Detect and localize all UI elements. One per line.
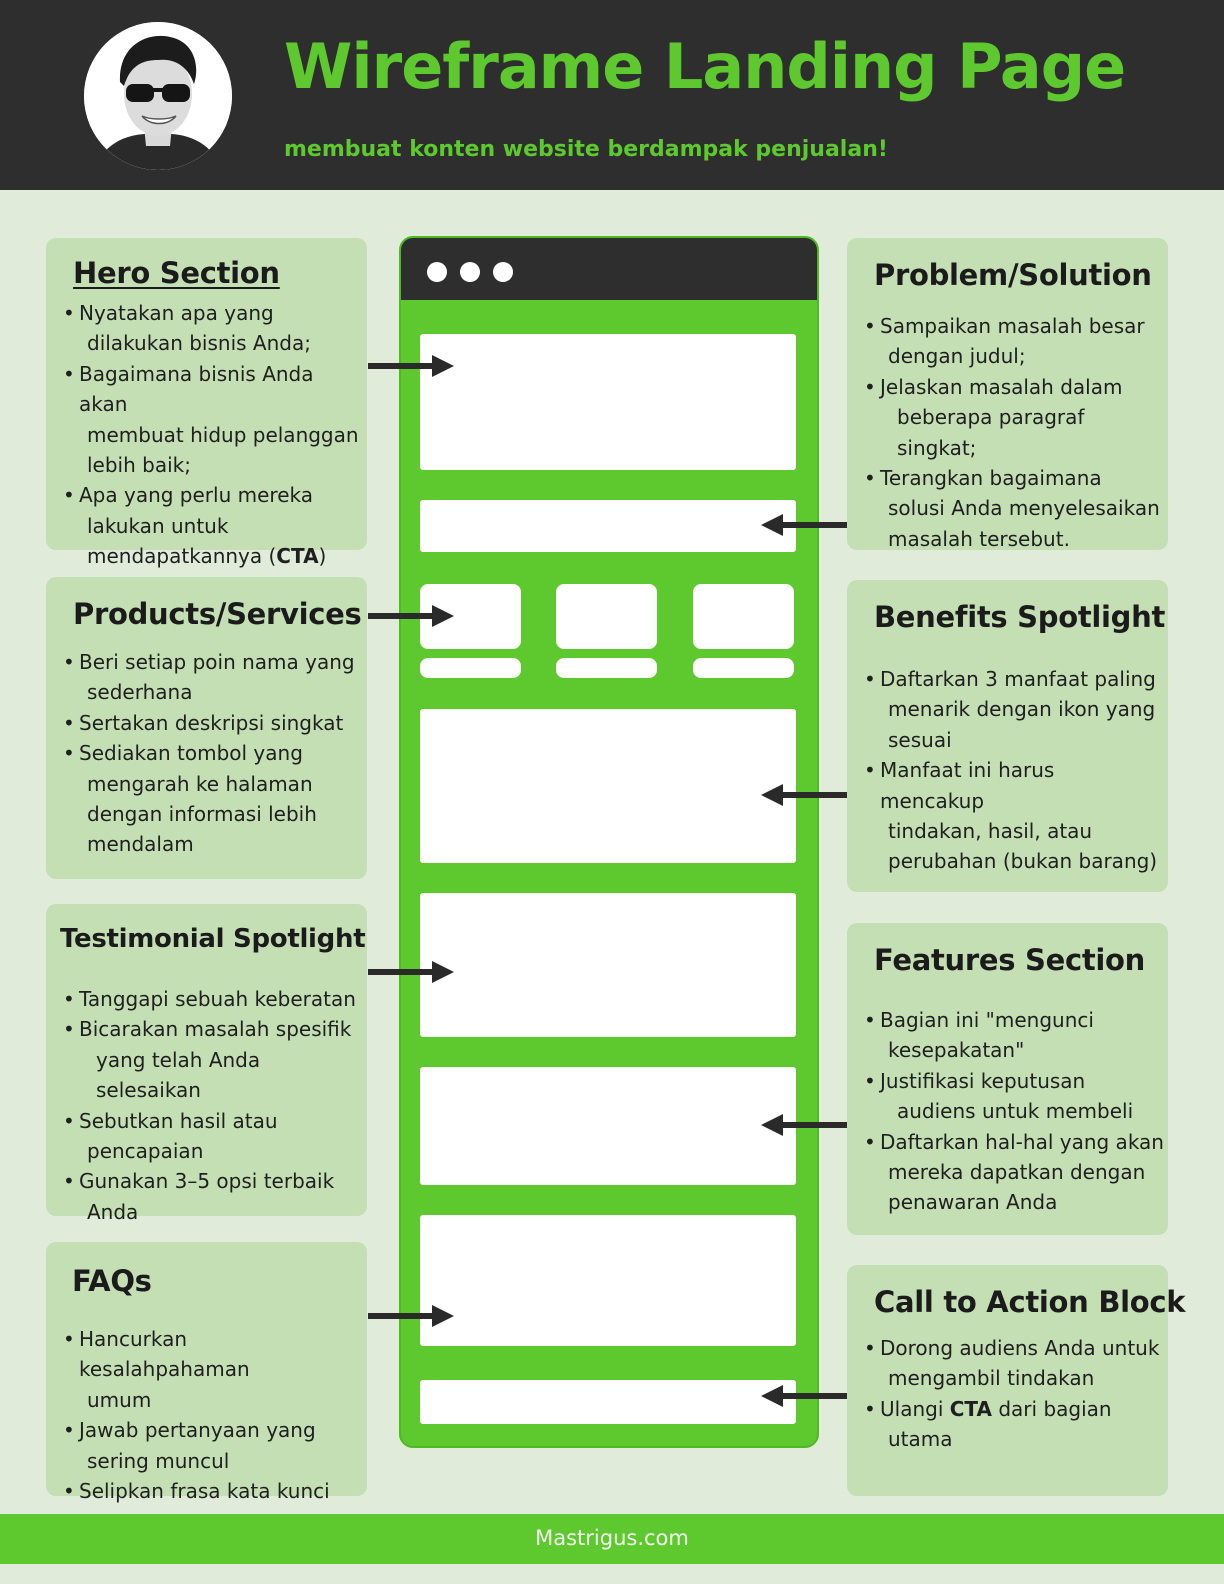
card-testimonial-spotlight: Testimonial Spotlight Tanggapi sebuah ke…: [46, 904, 367, 1224]
list-item: Sertakan deskripsi singkat: [63, 708, 363, 739]
card-title: Benefits Spotlight: [874, 600, 1166, 634]
card-benefits-spotlight: Benefits Spotlight Daftarkan 3 manfaat p…: [847, 580, 1168, 892]
card-title: Features Section: [874, 943, 1146, 977]
wireframe-hero-block: [420, 334, 796, 470]
window-dot-icon: [493, 262, 513, 282]
wireframe-mockup: [399, 236, 819, 1448]
arrow-left-icon: [761, 1114, 847, 1136]
card-title: FAQs: [72, 1264, 152, 1298]
footer-bar: Mastrigus.com: [0, 1514, 1224, 1564]
card-products-services: Products/Services Beri setiap poin nama …: [46, 577, 367, 879]
arrow-right-icon: [368, 605, 454, 627]
window-dot-icon: [460, 262, 480, 282]
card-problem-solution: Problem/Solution Sampaikan masalah besar…: [847, 238, 1168, 551]
list-item: Tanggapi sebuah keberatan: [63, 984, 363, 1015]
author-avatar: [84, 22, 232, 170]
wireframe-product-caption: [693, 658, 794, 678]
arrow-right-icon: [368, 961, 454, 983]
list-item: Selipkan frasa kata kunci: [63, 1476, 363, 1507]
wireframe-benefits-block: [420, 709, 796, 863]
wireframe-product-caption: [420, 658, 521, 678]
wireframe-features-block: [420, 1067, 796, 1185]
arrow-left-icon: [761, 1385, 847, 1407]
wireframe-problem-block: [420, 500, 796, 552]
window-dot-icon: [427, 262, 447, 282]
bullet-list: Tanggapi sebuah keberatan Bicarakan masa…: [63, 984, 363, 1227]
arrow-right-icon: [368, 355, 454, 377]
card-title: Testimonial Spotlight: [60, 924, 366, 954]
page-title: Wireframe Landing Page: [284, 30, 1126, 103]
card-features-section: Features Section Bagian ini "menguncikes…: [847, 923, 1168, 1235]
footer-website-link[interactable]: Mastrigus.com: [535, 1526, 689, 1550]
wireframe-faqs-block: [420, 1215, 796, 1346]
wireframe-cta-block: [420, 1380, 796, 1424]
card-call-to-action-block: Call to Action Block Dorong audiens Anda…: [847, 1265, 1186, 1496]
card-title: Products/Services: [73, 597, 362, 631]
page-subtitle: membuat konten website berdampak penjual…: [284, 137, 888, 162]
wireframe-testimonial-block: [420, 893, 796, 1037]
avatar-portrait-illustration: [84, 22, 232, 170]
arrow-right-icon: [368, 1305, 454, 1327]
card-title: Problem/Solution: [874, 258, 1152, 292]
arrow-left-icon: [761, 514, 847, 536]
wireframe-product-caption: [556, 658, 657, 678]
arrow-left-icon: [761, 784, 847, 806]
card-hero-section: Hero Section Nyatakan apa yangdilakukan …: [46, 238, 367, 568]
header-bar: Wireframe Landing Page membuat konten we…: [0, 0, 1224, 190]
wireframe-product-card: [556, 584, 657, 649]
browser-bar: [401, 238, 817, 300]
card-title: Call to Action Block: [874, 1285, 1186, 1319]
wireframe-product-card: [693, 584, 794, 649]
card-title: Hero Section: [73, 256, 280, 290]
